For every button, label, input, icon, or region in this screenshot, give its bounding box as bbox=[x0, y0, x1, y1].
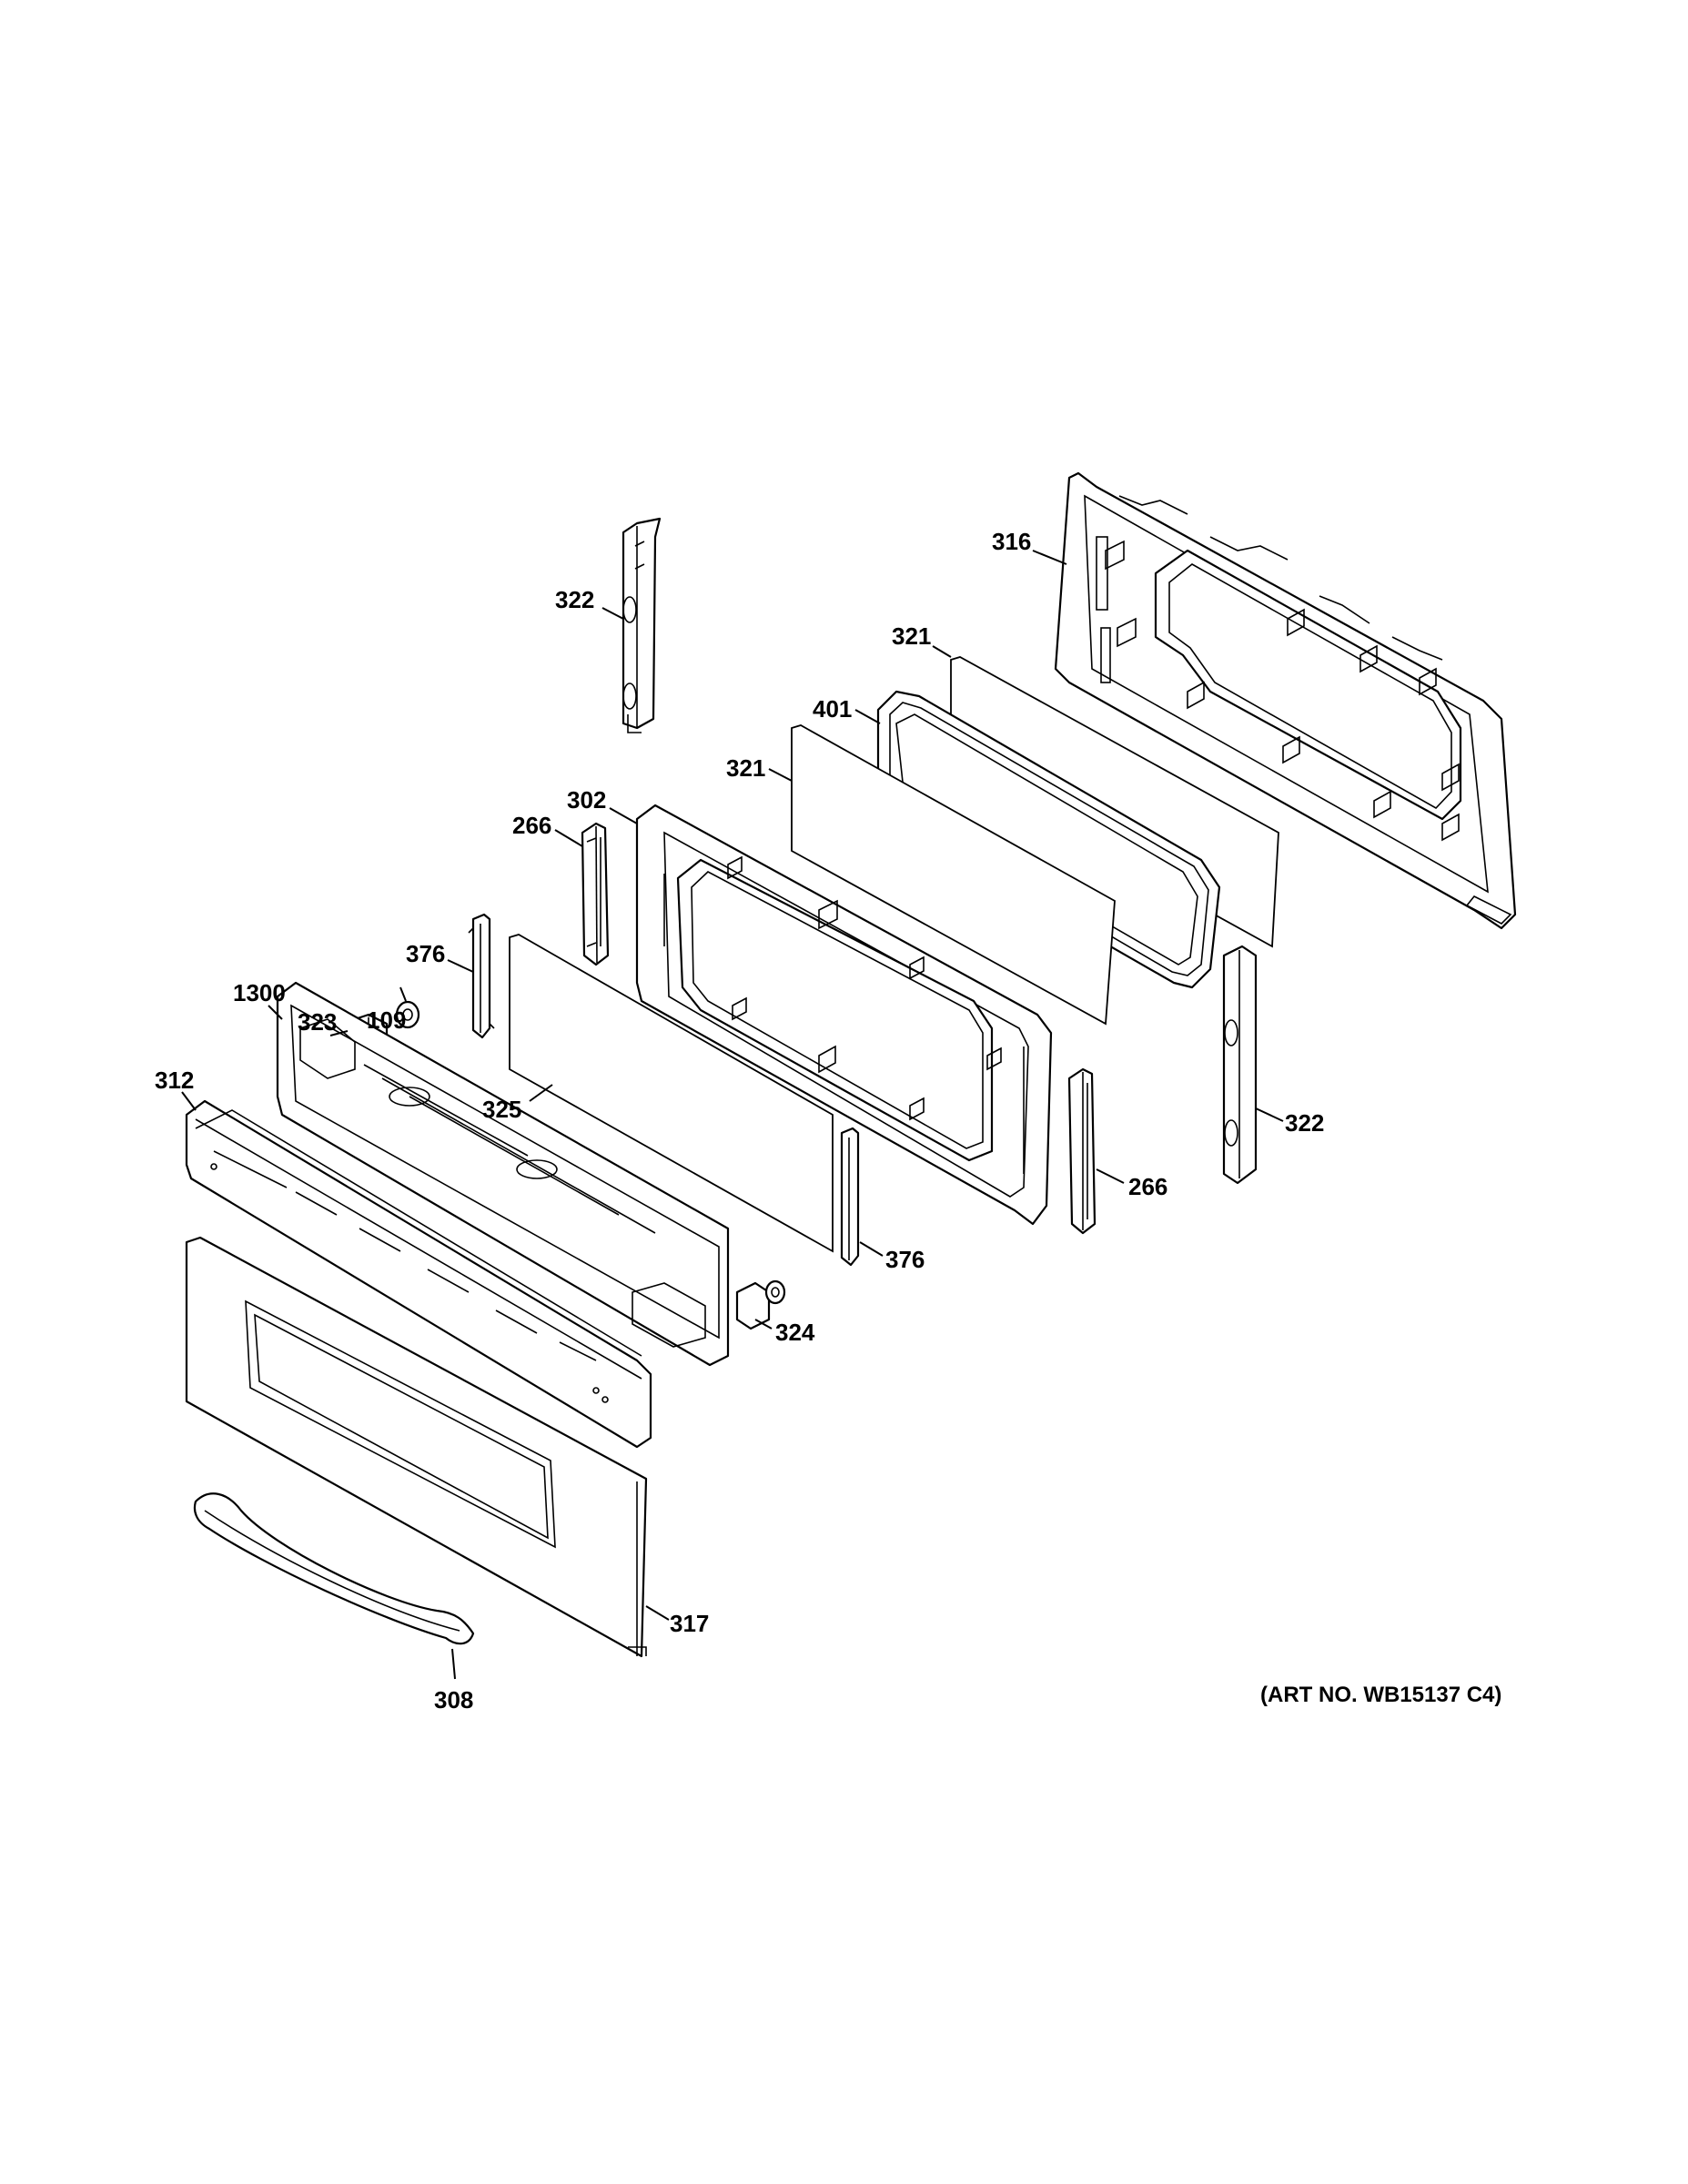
label-317: 317 bbox=[670, 1610, 709, 1637]
part-322-bracket-lower bbox=[1222, 945, 1258, 1185]
label-302: 302 bbox=[567, 786, 606, 814]
label-312: 312 bbox=[155, 1067, 194, 1094]
part-321-glass-lower bbox=[791, 724, 1116, 1026]
part-376-clip-upper bbox=[468, 913, 495, 1039]
art-number: (ART NO. WB15137 C4) bbox=[1260, 1683, 1501, 1707]
label-308: 308 bbox=[434, 1686, 473, 1714]
part-308-handle bbox=[193, 1492, 475, 1645]
part-1300-control-housing bbox=[276, 981, 730, 1367]
part-317-outer-door bbox=[185, 1236, 648, 1658]
label-325: 325 bbox=[482, 1096, 521, 1123]
part-266-hinge-lower bbox=[1067, 1067, 1097, 1235]
part-312-control-panel bbox=[185, 1099, 652, 1449]
label-324: 324 bbox=[775, 1319, 815, 1346]
label-376-lower: 376 bbox=[885, 1246, 925, 1273]
label-322-lower: 322 bbox=[1285, 1109, 1324, 1137]
label-376-upper: 376 bbox=[406, 940, 445, 967]
label-266-lower: 266 bbox=[1128, 1173, 1167, 1200]
part-266-hinge-upper bbox=[581, 822, 610, 966]
part-376-clip-lower bbox=[840, 1127, 860, 1267]
label-321-lower: 321 bbox=[726, 754, 765, 782]
label-401: 401 bbox=[813, 695, 852, 723]
part-325-glass-panel bbox=[509, 934, 834, 1253]
label-321-upper: 321 bbox=[892, 622, 931, 650]
label-323: 323 bbox=[298, 1008, 337, 1036]
part-322-bracket-upper bbox=[622, 517, 662, 733]
part-302-inner-door bbox=[635, 804, 1053, 1226]
label-266-upper: 266 bbox=[512, 812, 551, 839]
label-316: 316 bbox=[992, 528, 1031, 555]
callout-labels: 316 321 322 401 321 302 266 376 323 109 … bbox=[155, 528, 1324, 1714]
label-322-upper: 322 bbox=[555, 586, 594, 613]
part-324-hinge-bracket bbox=[735, 1279, 786, 1330]
label-1300: 1300 bbox=[233, 979, 286, 1006]
leader-lines bbox=[181, 550, 1284, 1680]
label-109: 109 bbox=[367, 1006, 406, 1034]
part-316-door-frame bbox=[1054, 471, 1517, 930]
part-109-nut bbox=[395, 1000, 420, 1029]
